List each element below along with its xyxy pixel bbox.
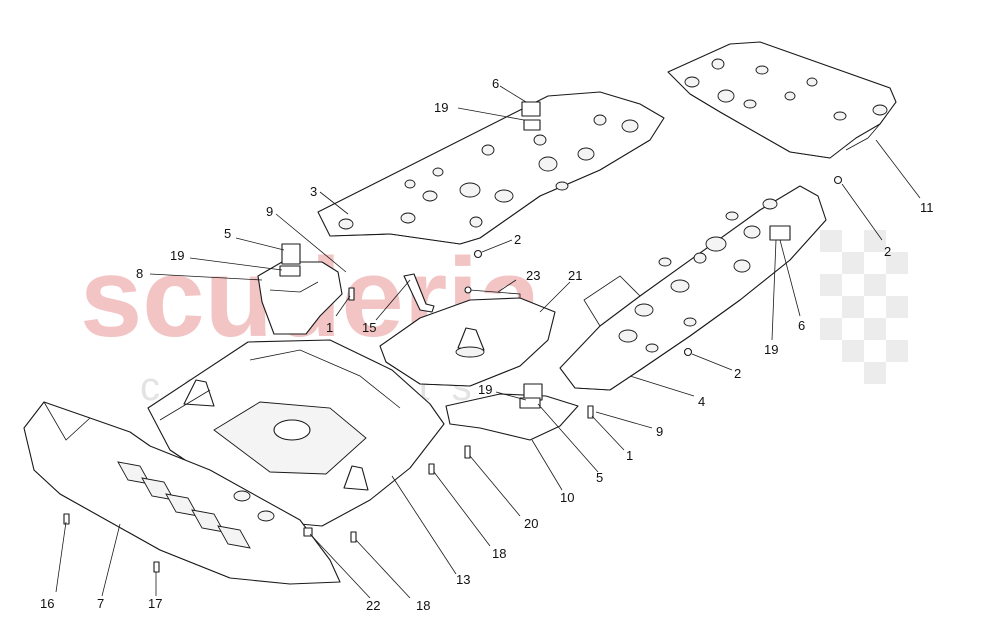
callout-9: 9 (266, 204, 273, 219)
callout-2: 2 (734, 366, 741, 381)
part-23-strap (464, 286, 521, 298)
callout-22: 22 (366, 598, 380, 613)
callout-9: 9 (656, 424, 663, 439)
part-10-right-bracket (445, 383, 579, 441)
callout-2: 2 (514, 232, 521, 247)
callout-19: 19 (170, 248, 184, 263)
checkered-flag-watermark (820, 230, 908, 384)
callout-13: 13 (456, 572, 470, 587)
callout-21: 21 (568, 268, 582, 283)
part-7-front-undertray (23, 401, 341, 585)
part-8-left-bracket (257, 243, 343, 335)
callout-6: 6 (798, 318, 805, 333)
callout-10: 10 (560, 490, 574, 505)
callout-18: 18 (416, 598, 430, 613)
callout-18: 18 (492, 546, 506, 561)
part-15-bracket (403, 273, 435, 313)
callout-1: 1 (326, 320, 333, 335)
leader-lines (55, 85, 921, 599)
callout-8: 8 (136, 266, 143, 281)
callout-19: 19 (764, 342, 778, 357)
callout-labels: 6 19 3 2 9 5 19 8 1 15 23 21 11 2 6 19 2… (40, 76, 934, 613)
part-4-right-side-undertray (559, 185, 827, 391)
callout-6: 6 (492, 76, 499, 91)
callout-1: 1 (626, 448, 633, 463)
callout-11: 11 (920, 200, 934, 215)
callout-3: 3 (310, 184, 317, 199)
callout-5: 5 (596, 470, 603, 485)
part-11-rear-undertray (667, 41, 897, 159)
callout-4: 4 (698, 394, 705, 409)
callout-19: 19 (434, 100, 448, 115)
callout-19: 19 (478, 382, 492, 397)
callout-7: 7 (97, 596, 104, 611)
callout-20: 20 (524, 516, 538, 531)
callout-5: 5 (224, 226, 231, 241)
part-3-left-side-undertray (317, 91, 665, 245)
fasteners (63, 175, 843, 573)
callout-15: 15 (362, 320, 376, 335)
callout-16: 16 (40, 596, 54, 611)
callout-23: 23 (526, 268, 540, 283)
part-21-center-tray (379, 297, 556, 387)
callout-2: 2 (884, 244, 891, 259)
callout-17: 17 (148, 596, 162, 611)
